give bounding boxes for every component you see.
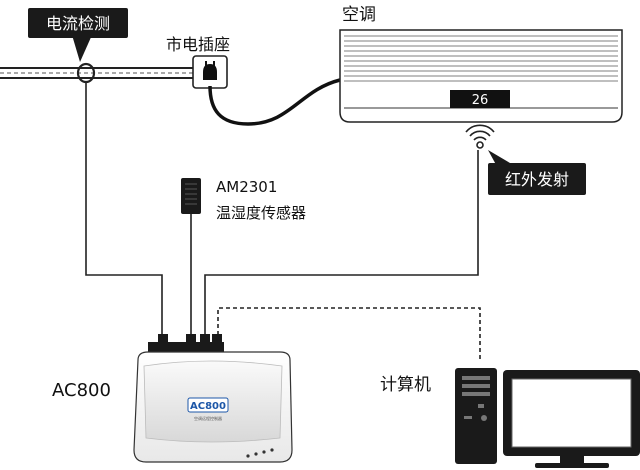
controller-subtitle: 空调远程控制器 xyxy=(194,415,222,421)
socket: 市电插座 xyxy=(166,35,230,89)
clamp-wire xyxy=(85,82,163,335)
signal-wires xyxy=(85,82,481,360)
aircon-display xyxy=(450,90,510,108)
controller-logo: AC800 xyxy=(190,401,226,412)
plug-icon xyxy=(203,61,217,80)
aircon-label: 空调 xyxy=(342,5,376,25)
air-conditioner: 空调 26 xyxy=(339,5,623,123)
ac800-controller: AC800 AC800 空调远程控制器 xyxy=(52,334,293,463)
controller-label: AC800 xyxy=(52,380,111,401)
aircon-grille xyxy=(344,35,618,82)
computer-label: 计算机 xyxy=(380,375,431,395)
ir-signal-icon xyxy=(465,124,495,149)
serial-link xyxy=(217,307,481,360)
socket-label: 市电插座 xyxy=(166,35,230,54)
connector-strip xyxy=(148,342,224,354)
mains-cable xyxy=(0,67,195,79)
sensor-name-label: 温湿度传感器 xyxy=(216,204,306,222)
temp-humidity-sensor: AM2301 温湿度传感器 xyxy=(181,178,306,222)
aircon-temperature: 26 xyxy=(472,93,489,108)
aircon-power-cable xyxy=(208,78,341,126)
computer-icon: 计算机 xyxy=(380,368,640,468)
current-detect-callout: 电流检测 xyxy=(28,8,128,62)
ir-wire xyxy=(204,150,479,335)
current-detect-label: 电流检测 xyxy=(46,14,110,33)
sensor-model-label: AM2301 xyxy=(216,178,277,196)
status-leds xyxy=(246,448,274,458)
ir-emit-label: 红外发射 xyxy=(505,170,569,189)
ir-emit-callout: 红外发射 xyxy=(488,150,586,195)
